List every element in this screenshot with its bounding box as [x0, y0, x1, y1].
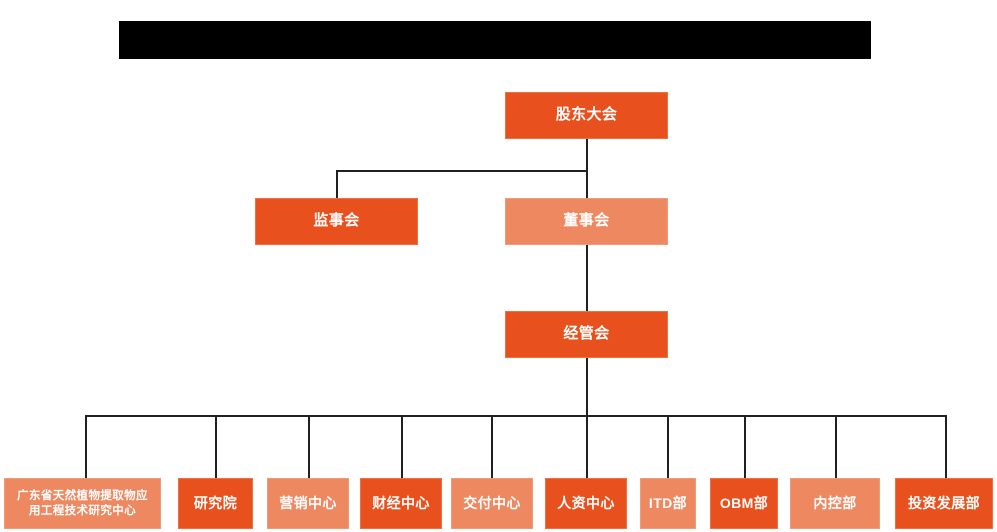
node-itd-dept[interactable]: ITD部	[640, 478, 696, 529]
node-internal-control-dept[interactable]: 内控部	[790, 478, 880, 529]
node-label: 交付中心	[463, 494, 521, 511]
connector-drop-directors	[586, 170, 588, 198]
connector-directors-to-management	[586, 245, 588, 311]
node-shareholders-meeting[interactable]: 股东大会	[505, 92, 668, 139]
node-label: 经管会	[563, 325, 610, 343]
connector-drop-marketing-center	[308, 415, 310, 478]
connector-drop-internal-control-dept	[835, 415, 837, 478]
redacted-title-bar	[119, 21, 871, 59]
node-label: OBM部	[719, 494, 769, 511]
connector-drop-obm-dept	[744, 415, 746, 478]
node-delivery-center[interactable]: 交付中心	[451, 478, 533, 529]
node-finance-center[interactable]: 财经中心	[360, 478, 442, 529]
node-label-line-1: 广东省天然植物提取物应	[17, 490, 148, 503]
connector-drop-gd-research-center	[85, 415, 87, 478]
node-label: 内控部	[813, 494, 857, 511]
connector-level1-bus	[336, 170, 588, 172]
node-board-of-directors[interactable]: 董事会	[505, 198, 668, 245]
node-label: 财经中心	[372, 494, 430, 511]
node-label: 股东大会	[555, 106, 618, 124]
node-obm-dept[interactable]: OBM部	[710, 478, 778, 529]
node-board-of-supervisors[interactable]: 监事会	[255, 198, 418, 245]
connector-drop-research-institute	[215, 415, 217, 478]
node-label-line-2: 用工程技术研究中心	[28, 504, 137, 517]
node-marketing-center[interactable]: 营销中心	[267, 478, 349, 529]
node-label: 投资发展部	[908, 494, 980, 511]
node-label: 监事会	[313, 212, 360, 230]
connector-drop-hr-center	[586, 415, 588, 478]
node-label: 营销中心	[279, 494, 337, 511]
connector-drop-investment-development-dept	[945, 415, 947, 478]
node-label: ITD部	[648, 494, 688, 511]
node-management-committee[interactable]: 经管会	[505, 311, 668, 358]
node-label: 广东省天然植物提取物应 用工程技术研究中心	[13, 489, 152, 518]
connector-drop-supervisors	[336, 170, 338, 198]
node-label: 人资中心	[557, 494, 615, 511]
node-label: 研究院	[193, 494, 238, 511]
connector-management-down	[586, 358, 588, 416]
node-label: 董事会	[563, 212, 610, 230]
connector-drop-delivery-center	[491, 415, 493, 478]
connector-departments-bus	[85, 415, 946, 417]
node-investment-development-dept[interactable]: 投资发展部	[895, 478, 993, 529]
connector-shareholders-down	[586, 139, 588, 172]
connector-drop-finance-center	[401, 415, 403, 478]
node-hr-center[interactable]: 人资中心	[545, 478, 627, 529]
node-gd-natural-plant-extract-research-center[interactable]: 广东省天然植物提取物应 用工程技术研究中心	[4, 478, 161, 529]
connector-drop-itd-dept	[667, 415, 669, 478]
node-research-institute[interactable]: 研究院	[178, 478, 253, 529]
